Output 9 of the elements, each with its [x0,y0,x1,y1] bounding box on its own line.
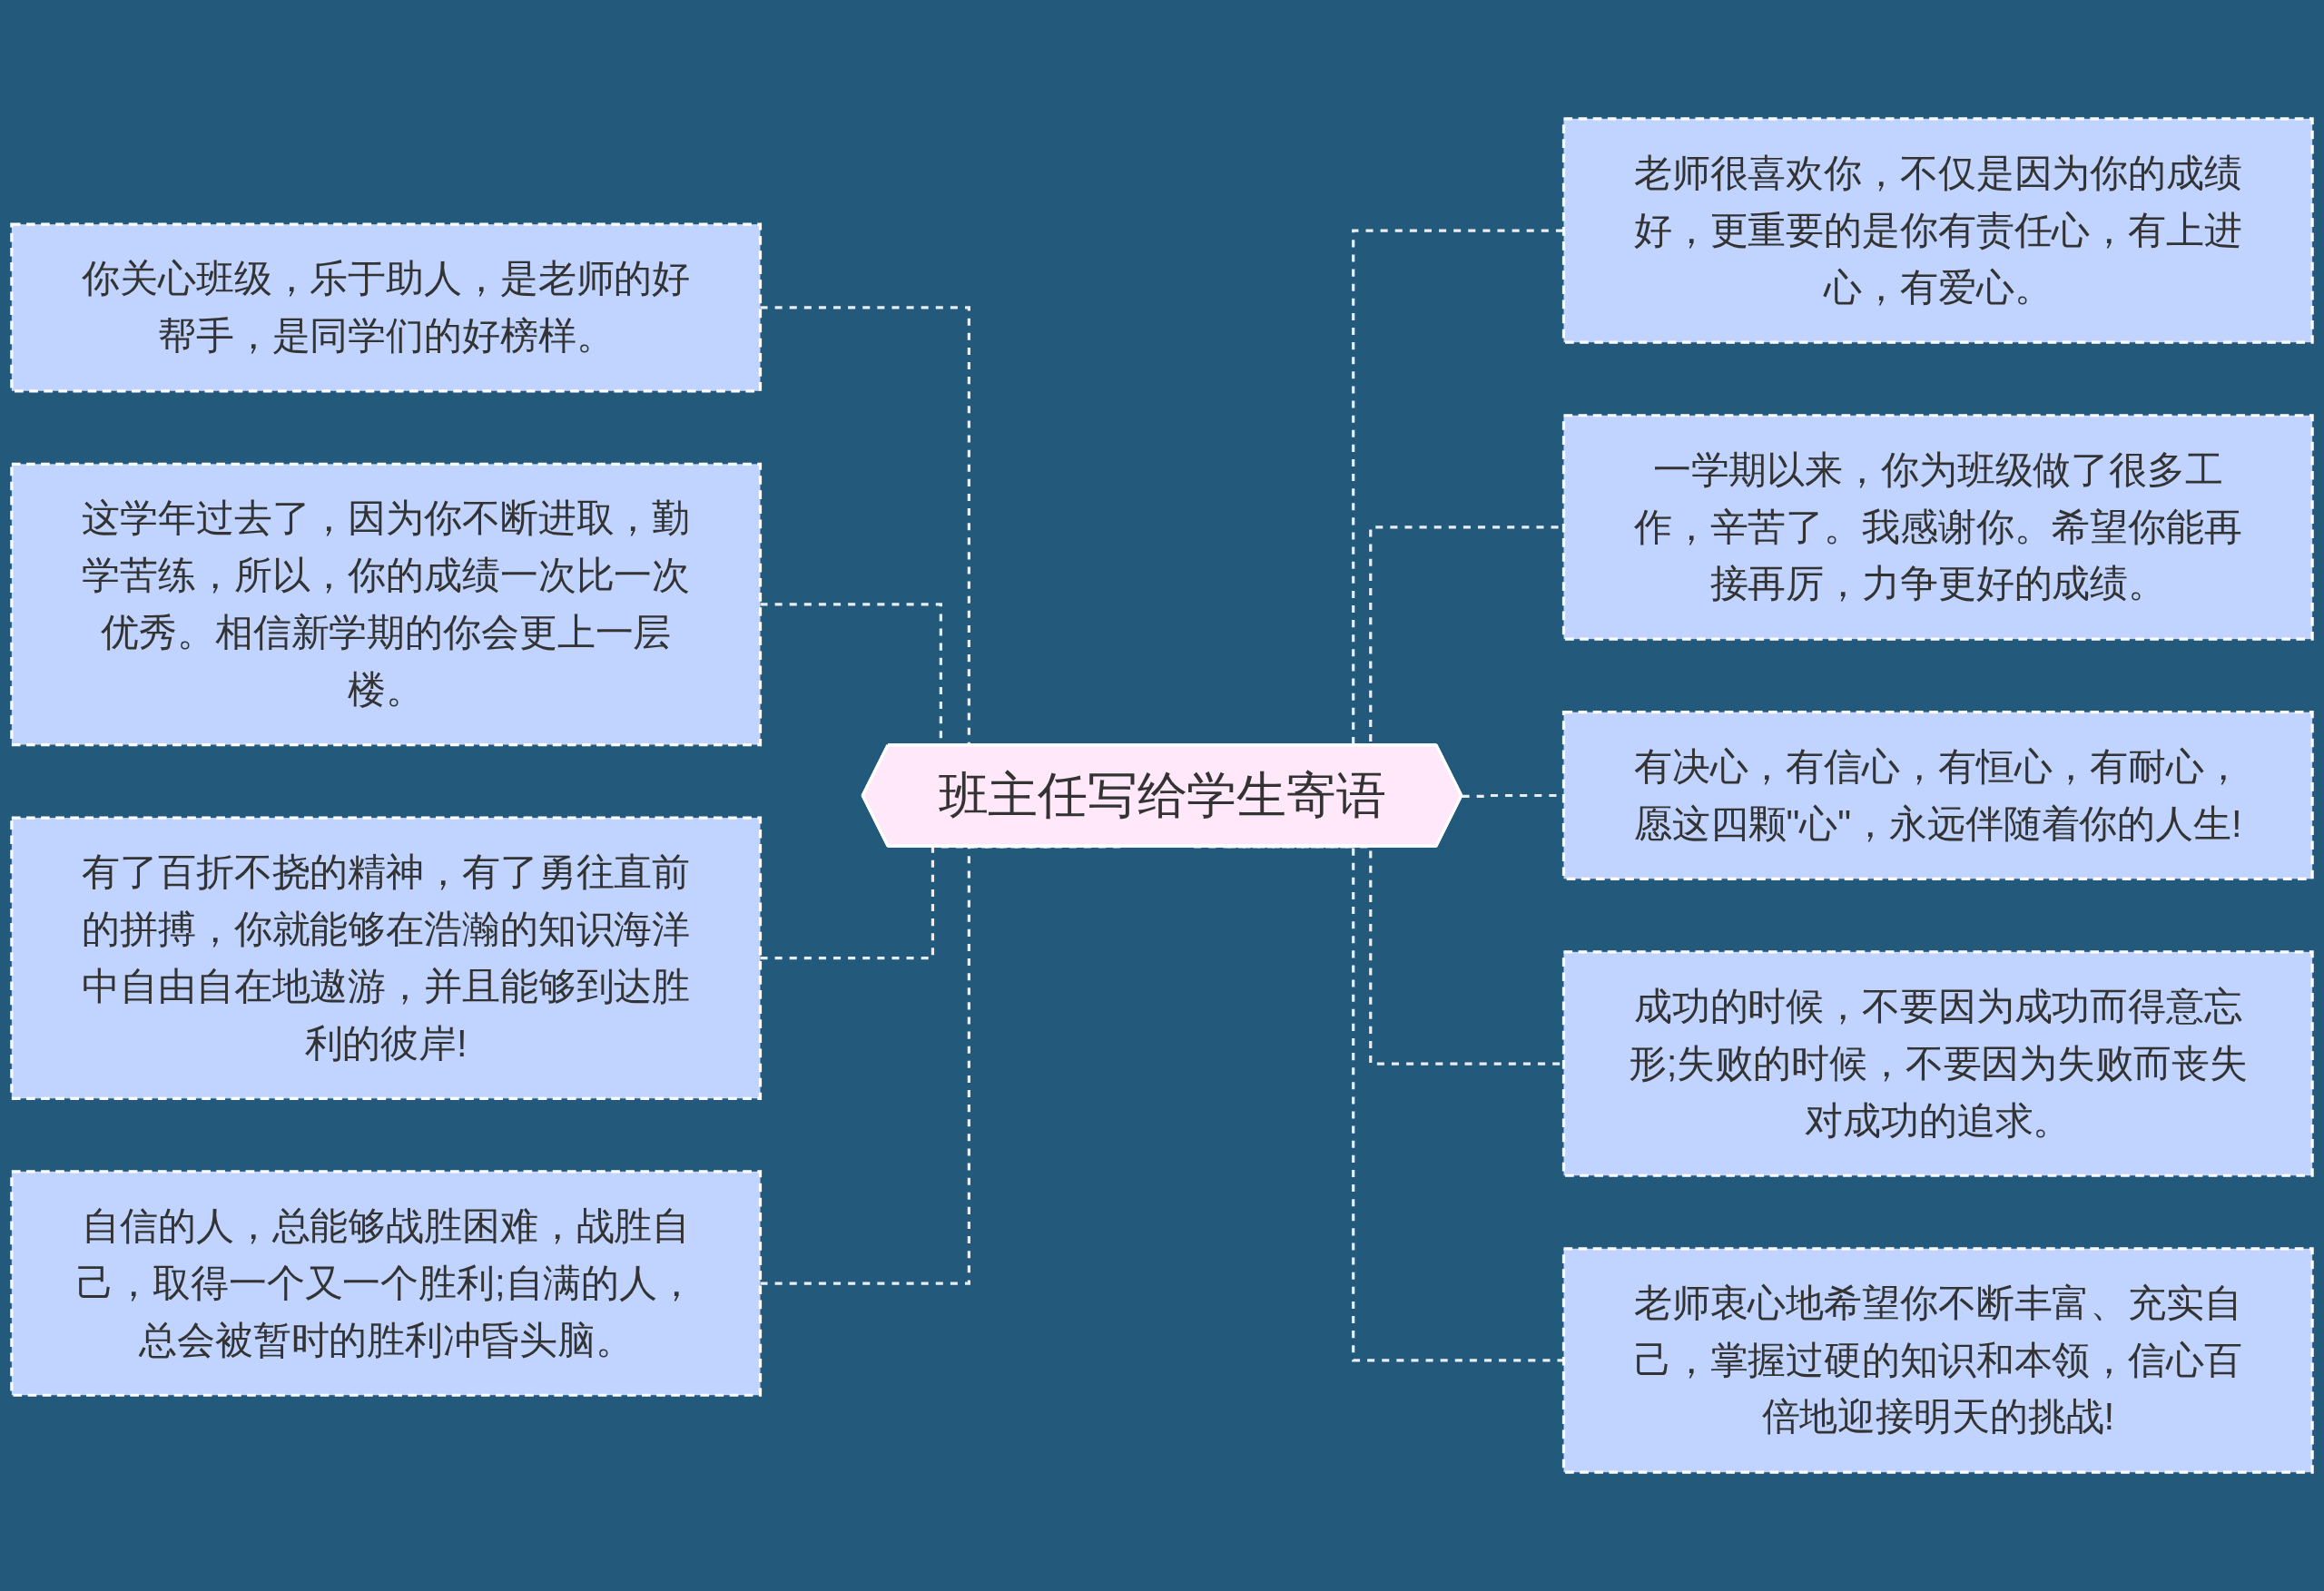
node-box: 你关心班级，乐于助人，是老师的好帮手，是同学们的好榜样。 [10,222,763,393]
node-box: 老师很喜欢你，不仅是因为你的成绩好，更重要的是你有责任心，有上进心，有爱心。 [1561,117,2314,344]
node-box: 一学期以来，你为班级做了很多工作，辛苦了。我感谢你。希望你能再接再厉，力争更好的成绩。 [1561,414,2314,641]
node-box: 有决心，有信心，有恒心，有耐心，愿这四颗"心"，永远伴随着你的人生! [1561,711,2314,880]
node-box: 老师衷心地希望你不断丰富、充实自己，掌握过硬的知识和本领，信心百倍地迎接明天的挑战! [1561,1247,2314,1474]
node-box: 这学年过去了，因为你不断进取，勤学苦练，所以，你的成绩一次比一次优秀。相信新学期的你会更上一层楼。 [10,462,763,747]
node-box: 有了百折不挠的精神，有了勇往直前的拼搏，你就能够在浩瀚的知识海洋中自由自在地遨游，并且能够到达胜利的彼岸! [10,816,763,1100]
node-box: 成功的时候，不要因为成功而得意忘形;失败的时候，不要因为失败而丧失对成功的追求。 [1561,950,2314,1177]
node-box: 自信的人，总能够战胜困难，战胜自己，取得一个又一个胜利;自满的人，总会被暂时的胜利冲昏头脑。 [10,1170,763,1397]
